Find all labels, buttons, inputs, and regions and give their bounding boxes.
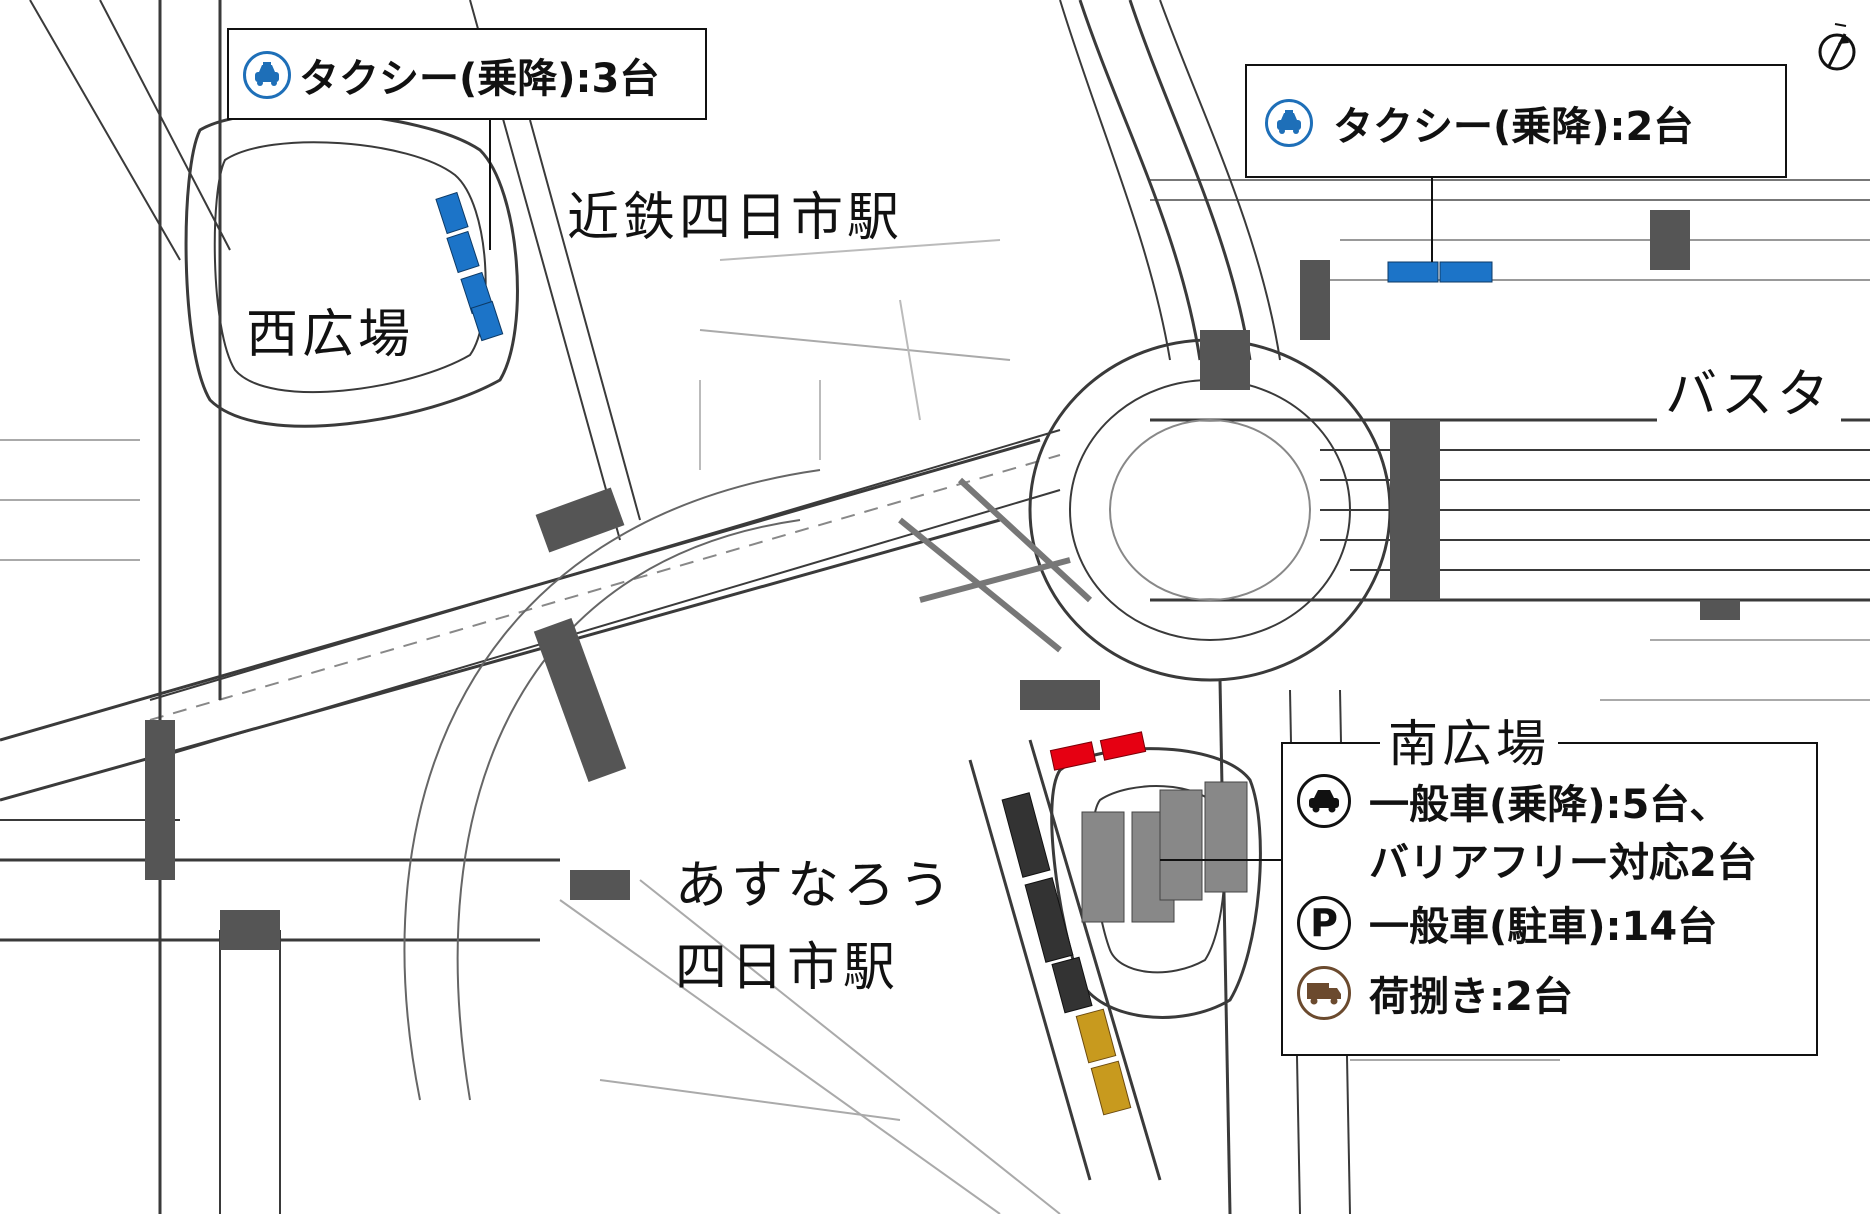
south-item-2-text: バリアフリー対応2台 <box>1369 840 1757 886</box>
east-taxi-callout: タクシー(乗降):2台 <box>1245 64 1787 178</box>
south-item-3-text: 一般車(駐車):14台 <box>1369 904 1718 950</box>
east-taxi-text: タクシー(乗降):2台 <box>1333 104 1694 150</box>
kintetsu-station-label: 近鉄四日市駅 <box>567 188 904 248</box>
south-plaza-title: 南広場 <box>1380 702 1558 778</box>
south-item-1-text: 一般車(乗降):5台、 <box>1369 782 1730 828</box>
taxi-icon <box>1265 99 1313 147</box>
west-plaza-label: 西広場 <box>238 290 423 369</box>
asunarou-station-label-line1: あすなろう <box>675 856 956 916</box>
south-item-4-text: 荷捌き:2台 <box>1369 974 1573 1020</box>
busta-label: バスタ <box>1657 350 1842 429</box>
truck-icon <box>1297 966 1351 1020</box>
north-arrow-icon <box>1818 23 1856 71</box>
car-icon <box>1297 774 1351 828</box>
west-taxi-text: タクシー(乗降):3台 <box>299 56 660 102</box>
south-plaza-callout: 一般車(乗降):5台、 バリアフリー対応2台 P 一般車(駐車):14台 荷捌き… <box>1281 742 1818 1056</box>
taxi-icon <box>243 51 291 99</box>
parking-icon: P <box>1297 896 1351 950</box>
asunarou-station-label-line2: 四日市駅 <box>675 938 900 998</box>
west-taxi-callout: タクシー(乗降):3台 <box>227 28 707 120</box>
